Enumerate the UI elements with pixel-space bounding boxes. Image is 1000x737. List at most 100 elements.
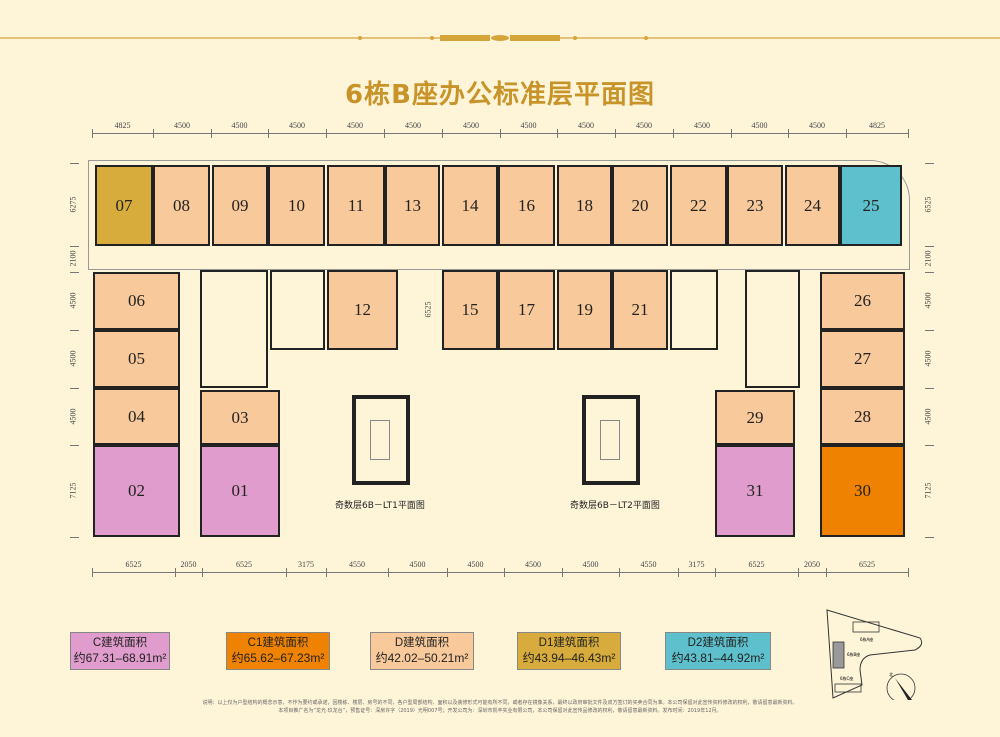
room-number: 26 [854, 291, 871, 310]
site-label-a: 6栋A座 [860, 636, 873, 642]
dimension-label: 4500 [694, 121, 710, 130]
room-number: 13 [404, 195, 421, 215]
room-number: 14 [461, 195, 479, 215]
dimension-tick [70, 537, 79, 538]
room-03[interactable]: 03 [200, 390, 280, 445]
dimension-label: 4825 [114, 121, 131, 130]
footnote-line-2: 本项目推广名为“龙光·玖龙台”，预售证号：深房许字（2019）光明007号；开发… [278, 708, 722, 714]
legend-area: 约67.31–68.91m² [73, 651, 167, 665]
room-number: 17 [518, 300, 535, 319]
dimension-tick [211, 129, 212, 138]
stair-caption-lt2: 奇数层6B－LT2平面图 [570, 501, 660, 511]
room-08[interactable]: 08 [153, 165, 210, 246]
room-number: 05 [128, 349, 145, 368]
room-05[interactable]: 05 [93, 330, 180, 388]
room-07[interactable]: 07 [95, 165, 153, 246]
room-number: 04 [128, 406, 145, 426]
room-number: 09 [231, 195, 249, 215]
dimension-tick [70, 445, 79, 446]
room-number: 12 [354, 300, 371, 319]
legend-item-d2: D2建筑面积约43.81–44.92m² [665, 632, 771, 670]
elevator-stair-core [745, 270, 800, 388]
site-label-c: 6栋C座 [840, 675, 853, 681]
dimension-label: 4500 [68, 350, 78, 367]
room-21[interactable]: 21 [612, 270, 668, 350]
room-number: 01 [231, 481, 249, 500]
room-10[interactable]: 10 [268, 165, 325, 246]
room-16[interactable]: 16 [498, 165, 555, 246]
room-24[interactable]: 24 [785, 165, 840, 246]
dimension-tick [562, 568, 563, 577]
room-19[interactable]: 19 [557, 270, 612, 350]
dimension-label: 6525 [923, 196, 933, 212]
elevator-stair-core [270, 270, 325, 350]
dimension-label: 4500 [525, 560, 541, 569]
room-09[interactable]: 09 [212, 165, 268, 246]
room-14[interactable]: 14 [442, 165, 498, 246]
legend-area: 约42.02–50.21m² [375, 651, 469, 665]
room-02[interactable]: 02 [93, 445, 180, 537]
dimension-label: 2100 [68, 250, 78, 267]
north-label: 北 [889, 671, 893, 677]
room-number: 21 [631, 300, 649, 319]
room-number: 10 [288, 195, 305, 215]
dimension-label: 4500 [463, 121, 479, 130]
room-18[interactable]: 18 [557, 165, 612, 246]
dimension-label: 6525 [859, 560, 875, 569]
room-number: 15 [461, 300, 479, 319]
stair-flight [370, 420, 390, 460]
site-label-b: 6栋B座 [847, 651, 860, 657]
room-25[interactable]: 25 [840, 165, 902, 246]
dimension-tick [925, 163, 934, 164]
room-04[interactable]: 04 [93, 388, 180, 445]
dimension-tick [925, 330, 934, 331]
dimension-label: 4500 [409, 560, 426, 569]
room-number: 23 [746, 195, 764, 215]
dimension-label: 4500 [174, 121, 190, 130]
room-28[interactable]: 28 [820, 388, 905, 445]
room-17[interactable]: 17 [498, 270, 555, 350]
room-27[interactable]: 27 [820, 330, 905, 388]
room-23[interactable]: 23 [727, 165, 783, 246]
dimension-tick [326, 568, 327, 577]
room-15[interactable]: 15 [442, 270, 498, 350]
dimension-label: 4500 [467, 560, 484, 569]
room-29[interactable]: 29 [715, 390, 795, 445]
dimension-label: 2050 [180, 560, 197, 569]
compass-icon [886, 673, 916, 700]
dimension-tick [447, 568, 448, 577]
dimension-tick [925, 246, 934, 247]
dimension-tick [925, 388, 934, 389]
dimension-tick [504, 568, 505, 577]
legend-name: D1建筑面积 [538, 637, 600, 649]
legend-item-d1: D1建筑面积约43.94–46.43m² [517, 632, 621, 670]
room-06[interactable]: 06 [93, 272, 180, 330]
dimension-label: 4500 [636, 121, 652, 130]
room-number: 31 [746, 481, 764, 500]
dimension-tick [153, 129, 154, 138]
room-22[interactable]: 22 [670, 165, 727, 246]
dimension-tick [500, 129, 501, 138]
dimension-tick [788, 129, 789, 138]
dimension-label: 4550 [349, 560, 365, 569]
room-31[interactable]: 31 [715, 445, 795, 537]
dimension-tick [925, 272, 934, 273]
room-number: 02 [128, 481, 145, 500]
room-30[interactable]: 30 [820, 445, 905, 537]
dimension-label: 4500 [520, 121, 537, 130]
room-number: 25 [862, 195, 880, 215]
room-26[interactable]: 26 [820, 272, 905, 330]
room-11[interactable]: 11 [327, 165, 385, 246]
legend-name: D2建筑面积 [687, 637, 749, 649]
room-12[interactable]: 12 [327, 270, 398, 350]
dimension-tick [286, 568, 287, 577]
room-20[interactable]: 20 [612, 165, 668, 246]
legend-item-d: D建筑面积约42.02–50.21m² [370, 632, 474, 670]
room-01[interactable]: 01 [200, 445, 280, 537]
room-13[interactable]: 13 [385, 165, 440, 246]
dimension-tick [619, 568, 620, 577]
room-number: 07 [115, 195, 133, 215]
dimension-tick [384, 129, 385, 138]
dimension-label: 7125 [68, 482, 78, 499]
dimension-tick [442, 129, 443, 138]
